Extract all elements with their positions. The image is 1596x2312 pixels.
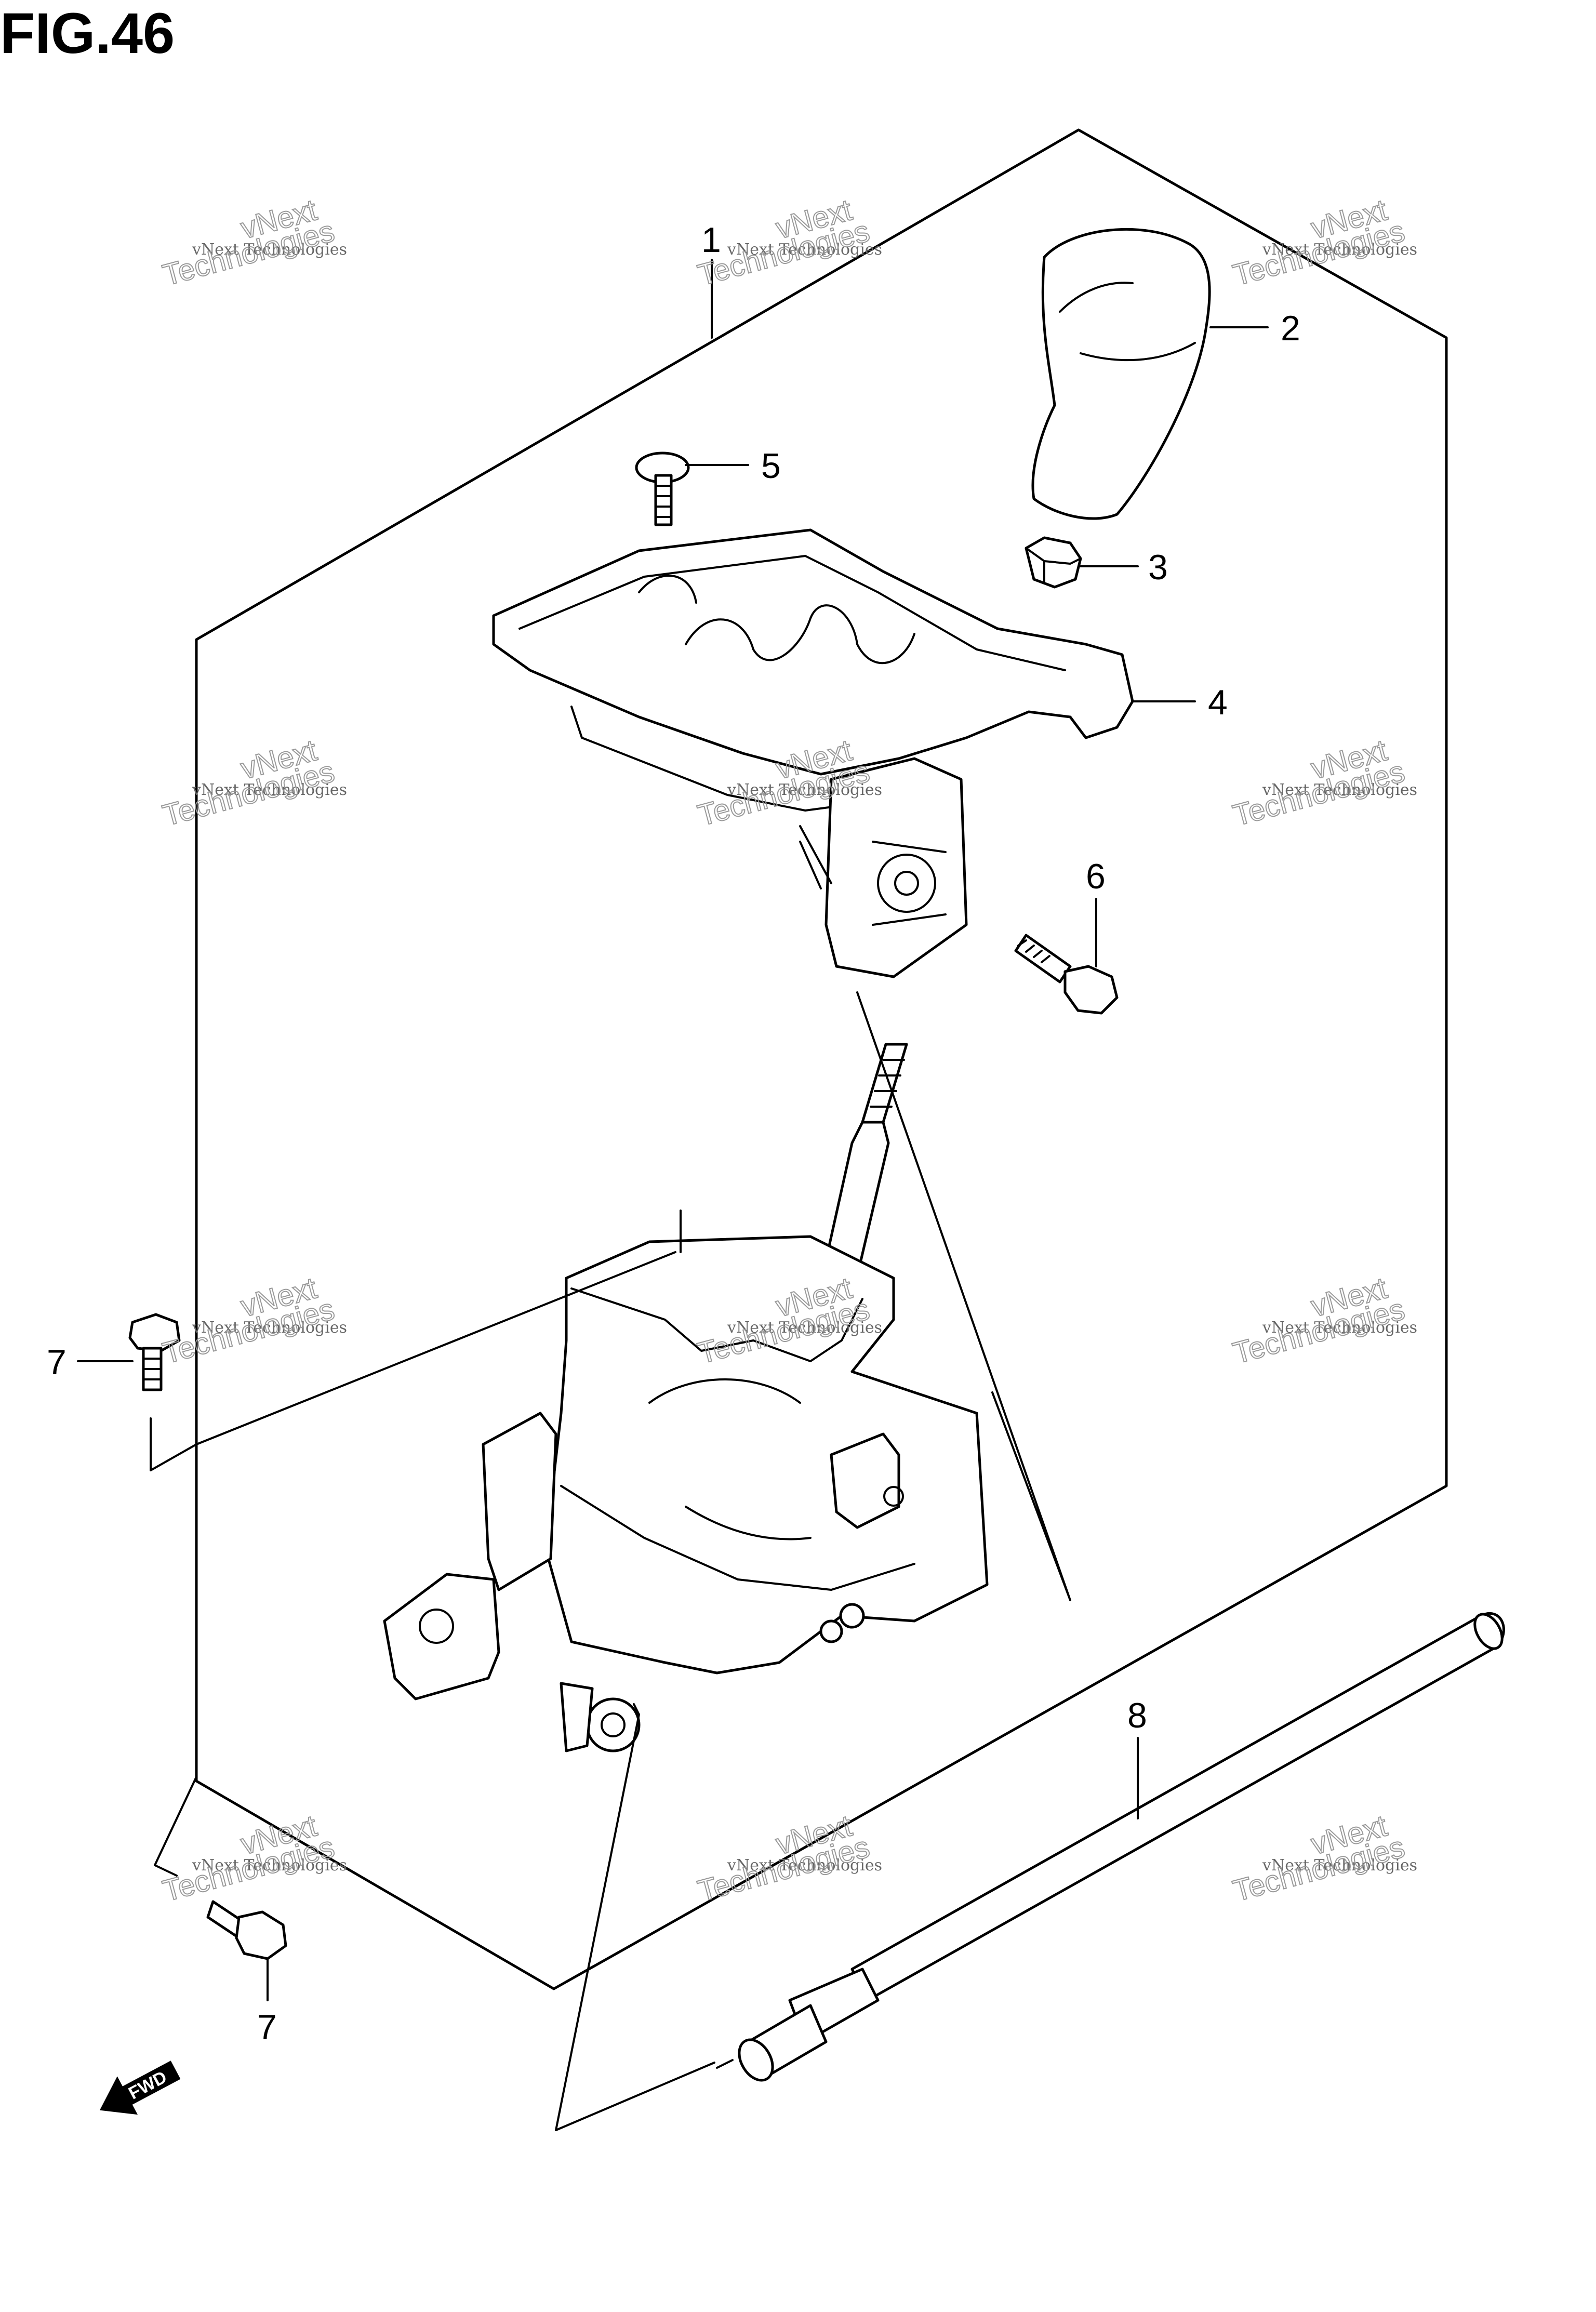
watermark: vNext Technologies vNext Technologies xyxy=(159,1808,347,1908)
callout-7-lower: 7 xyxy=(257,2008,277,2047)
watermark: vNext Technologies vNext Technologies xyxy=(159,1270,347,1371)
explosion-lines xyxy=(150,841,1071,2131)
svg-text:vNext Technologies: vNext Technologies xyxy=(727,1856,882,1875)
watermark: vNext Technologies vNext Technologies xyxy=(1229,1808,1417,1908)
watermark: vNext Technologies vNext Technologies xyxy=(694,1808,882,1908)
callout-1: 1 xyxy=(701,220,721,260)
callout-3: 3 xyxy=(1148,548,1168,587)
svg-text:vNext Technologies: vNext Technologies xyxy=(727,781,882,799)
watermark: vNext Technologies vNext Technologies xyxy=(694,192,882,293)
shift-lever-assembly xyxy=(383,1043,989,1752)
svg-text:vNext Technologies: vNext Technologies xyxy=(192,1856,347,1875)
console-cover xyxy=(492,528,1134,978)
fwd-arrow-icon: FWD xyxy=(99,2061,181,2115)
bolt-7-lower xyxy=(206,1900,287,1960)
shift-rod xyxy=(738,1612,1505,2082)
shift-knob xyxy=(1031,228,1211,520)
watermark: vNext Technologies vNext Technologies xyxy=(1229,192,1417,293)
svg-text:vNext Technologies: vNext Technologies xyxy=(1262,781,1417,799)
watermark: vNext Technologies vNext Technologies xyxy=(159,733,347,833)
nut xyxy=(1025,536,1082,589)
callout-4: 4 xyxy=(1208,683,1228,722)
callout-7-upper: 7 xyxy=(47,1343,66,1382)
watermark: vNext Technologies vNext Technologies xyxy=(1229,733,1417,833)
bolt-7-upper xyxy=(128,1313,181,1391)
screw-5 xyxy=(635,451,690,526)
callout-5: 5 xyxy=(761,446,781,486)
svg-text:vNext Technologies: vNext Technologies xyxy=(1262,1319,1417,1337)
svg-text:vNext Technologies: vNext Technologies xyxy=(1262,1856,1417,1875)
svg-text:vNext Technologies: vNext Technologies xyxy=(192,241,347,259)
svg-text:vNext Technologies: vNext Technologies xyxy=(727,241,882,259)
fwd-label: FWD xyxy=(125,2067,170,2104)
svg-text:vNext Technologies: vNext Technologies xyxy=(727,1319,882,1337)
watermark: vNext Technologies vNext Technologies xyxy=(159,192,347,293)
callout-leaders xyxy=(77,259,1269,2001)
bolt-6 xyxy=(1014,934,1119,1015)
callout-8: 8 xyxy=(1127,1696,1147,1735)
svg-text:vNext Technologies: vNext Technologies xyxy=(1262,241,1417,259)
svg-text:vNext Technologies: vNext Technologies xyxy=(192,781,347,799)
svg-text:vNext Technologies: vNext Technologies xyxy=(192,1319,347,1337)
figure-title: FIG.46 xyxy=(0,2,175,65)
assembly-outline xyxy=(195,128,1448,1990)
callout-6: 6 xyxy=(1086,857,1106,896)
watermark: vNext Technologies vNext Technologies xyxy=(1229,1270,1417,1371)
callout-2: 2 xyxy=(1281,309,1300,348)
callouts: 1 2 3 4 5 6 7 7 8 xyxy=(47,220,1300,2047)
